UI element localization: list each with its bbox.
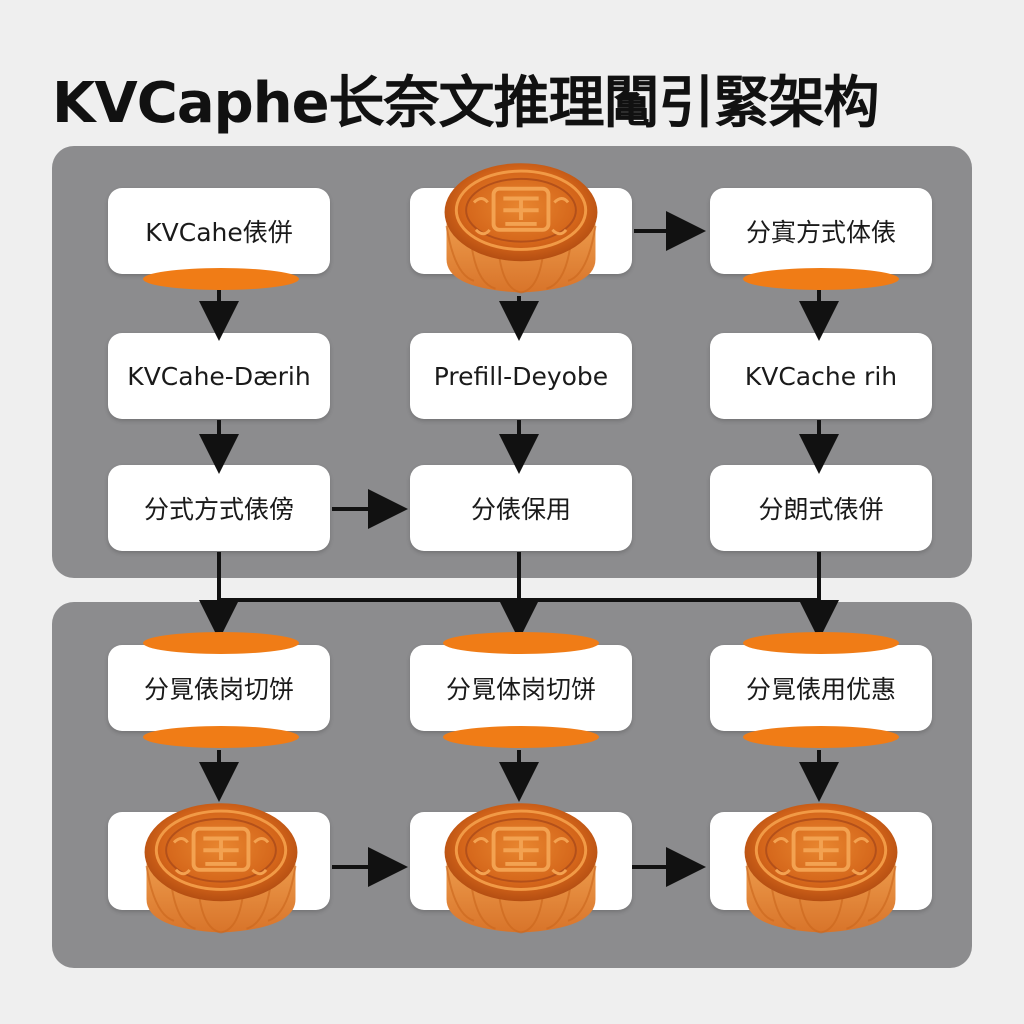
node-label: 分朗式俵併 <box>758 495 884 524</box>
node-split-3: 分㒻俵用优惠 <box>710 645 932 731</box>
node-label: 分式方式俵傍 <box>143 495 294 524</box>
node-label: 分寘方式体俵 <box>745 218 896 247</box>
orange-disc <box>743 268 899 290</box>
node-label: 分㒻俵岗切饼 <box>143 675 294 704</box>
node-label: 分㒻俵用优惠 <box>745 675 896 704</box>
node-kvcache-storage: KVCahe俵併 <box>108 188 330 274</box>
node-mooncake-bottom-1 <box>108 812 330 910</box>
orange-disc <box>443 726 599 748</box>
node-label: 分㒻体岗切饼 <box>445 675 596 704</box>
node-mooncake-bottom-2 <box>410 812 632 910</box>
node-distributed-mode: 分朗式俵併 <box>710 465 932 551</box>
page-title: KVCaphe长奈文推理䦰引緊架构 <box>52 71 880 136</box>
orange-disc <box>443 632 599 654</box>
node-mooncake-top <box>410 188 632 274</box>
orange-disc <box>143 726 299 748</box>
node-kvcache-dedup: KVCahe-Dærih <box>108 333 330 419</box>
node-label: Prefill-Deyobe <box>433 361 609 391</box>
node-label: KVCahe俵併 <box>145 218 293 247</box>
orange-disc <box>743 726 899 748</box>
node-distributed-method: 分式方式俵傍 <box>108 465 330 551</box>
orange-disc <box>143 632 299 654</box>
node-label: 分俵保用 <box>470 495 571 524</box>
node-split-2: 分㒻体岗切饼 <box>410 645 632 731</box>
node-mooncake-bottom-3 <box>710 812 932 910</box>
node-label: KVCahe-Dærih <box>127 361 311 391</box>
node-distributed-storage: 分寘方式体俵 <box>710 188 932 274</box>
node-kvcache-rih: KVCache rih <box>710 333 932 419</box>
node-prefill-decode: Prefill-Deyobe <box>410 333 632 419</box>
node-split-1: 分㒻俵岗切饼 <box>108 645 330 731</box>
orange-disc <box>743 632 899 654</box>
node-distributed-use: 分俵保用 <box>410 465 632 551</box>
orange-disc <box>143 268 299 290</box>
node-label: KVCache rih <box>744 361 898 391</box>
